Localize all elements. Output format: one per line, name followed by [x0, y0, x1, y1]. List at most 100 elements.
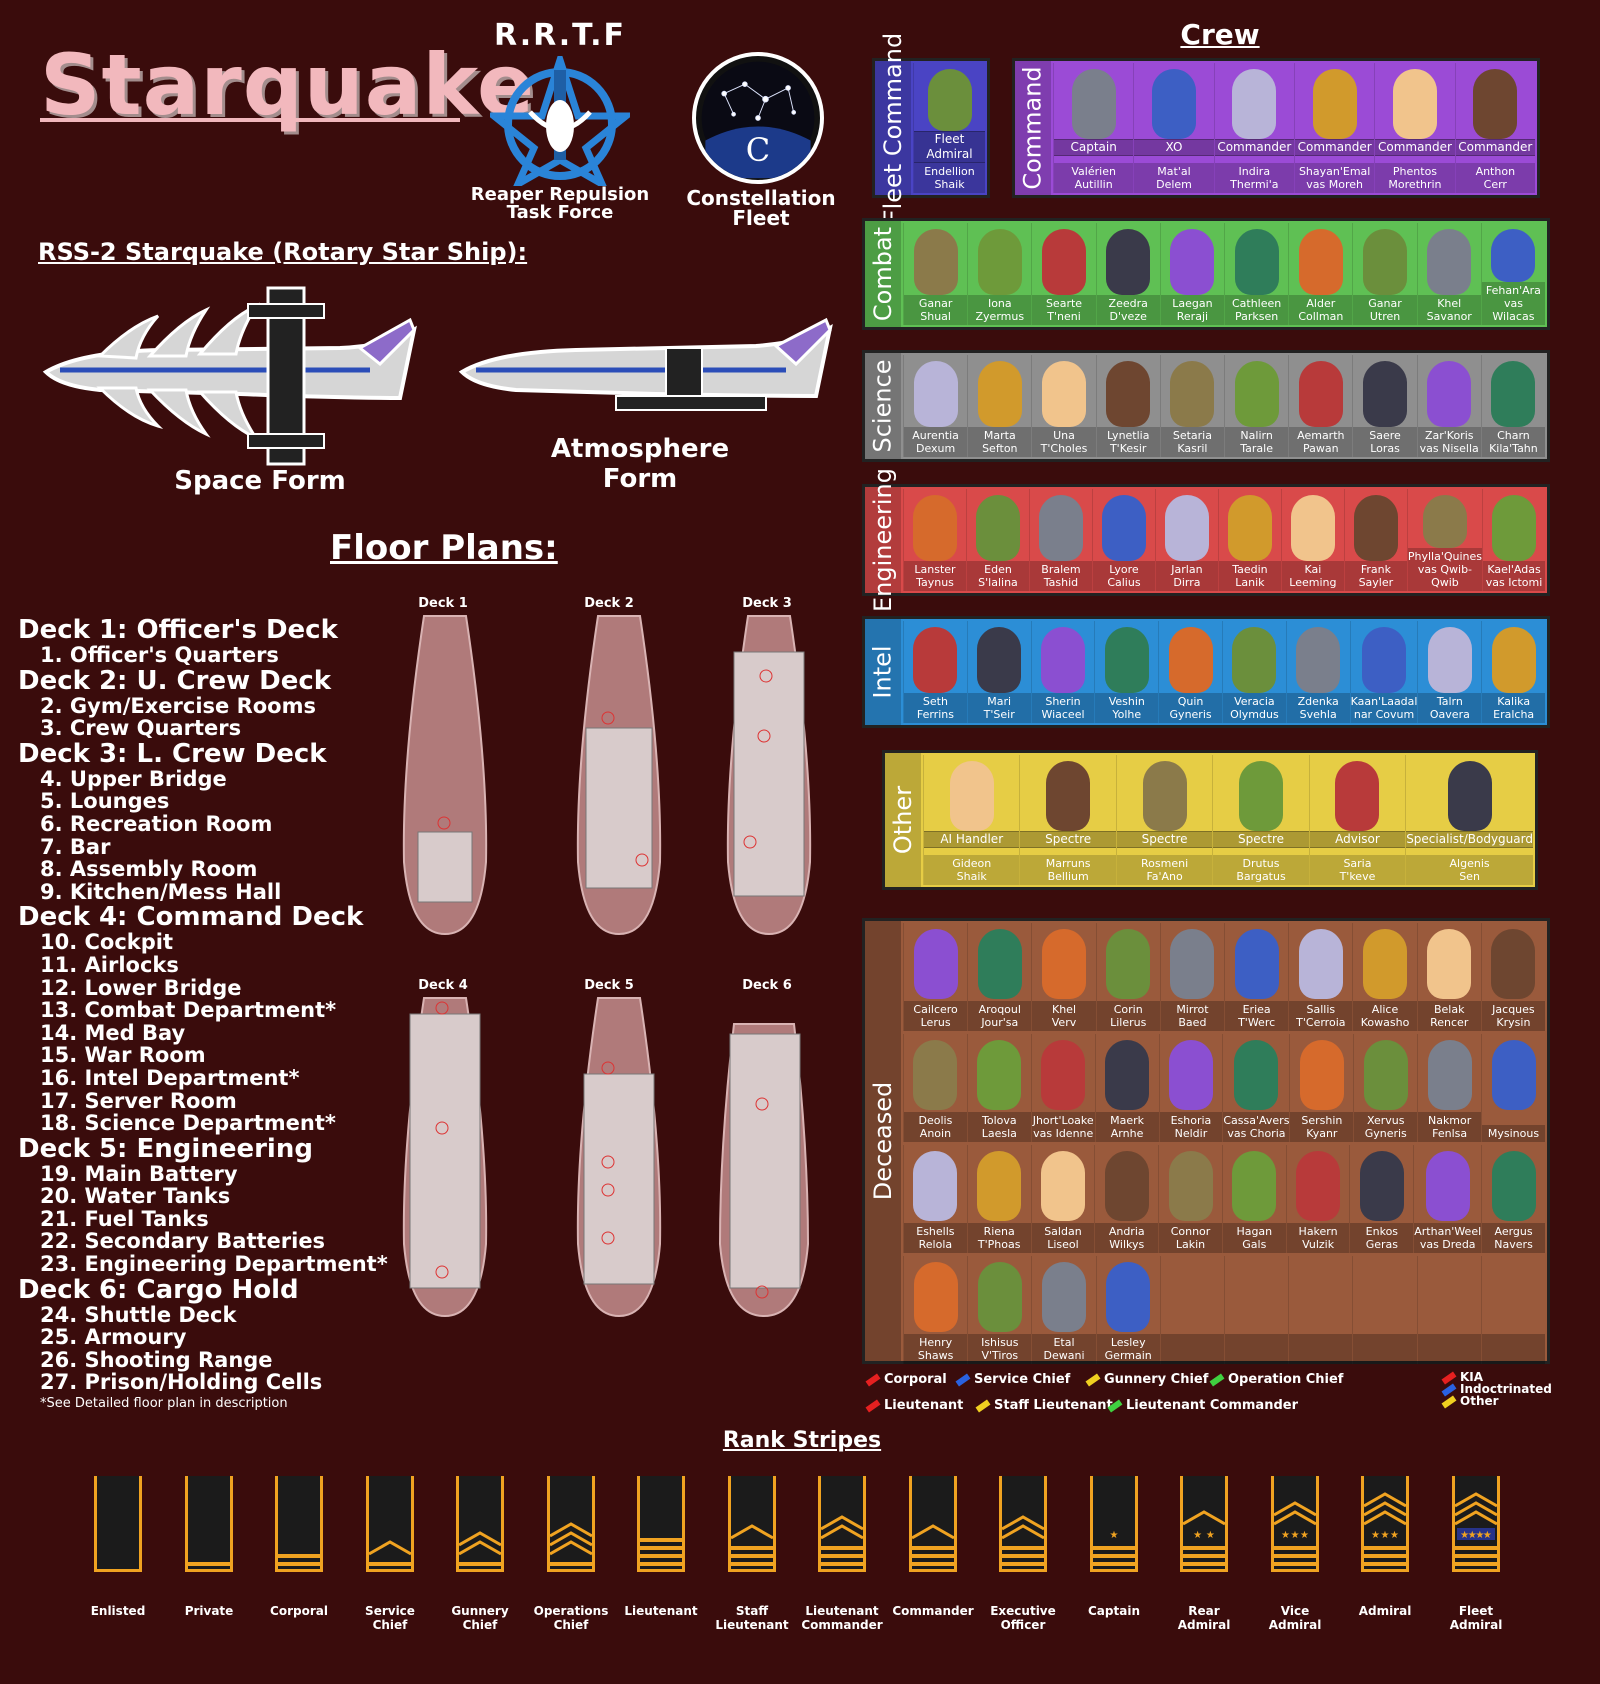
- svg-text:★: ★: [1390, 1530, 1399, 1541]
- legend-swatch: [1085, 1373, 1101, 1386]
- member-last-name: Jour'sa: [981, 1016, 1019, 1029]
- member-rank: Commander: [1214, 139, 1294, 156]
- legend-label: Indoctrinated: [1460, 1382, 1552, 1396]
- rank-label-line1: Fleet: [1458, 1604, 1494, 1618]
- member-last-name: Kila'Tahn: [1489, 442, 1538, 455]
- legend-swatch: [865, 1399, 881, 1412]
- deck-5-plan: [576, 997, 662, 1318]
- portrait: [1170, 229, 1215, 295]
- crew-member[interactable]: Mysinous: [1481, 1034, 1545, 1142]
- member-first-name: Gideon: [952, 857, 992, 870]
